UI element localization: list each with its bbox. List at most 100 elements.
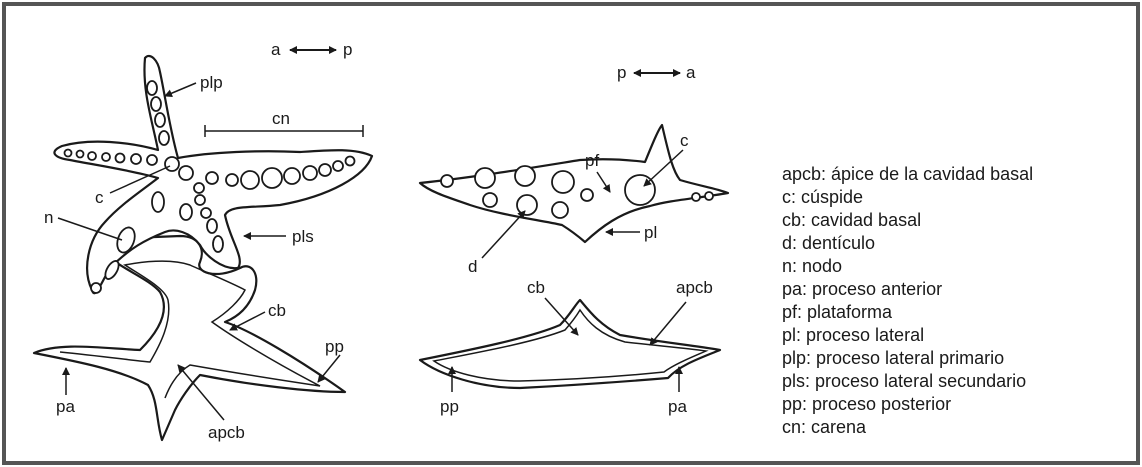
node [283, 167, 301, 185]
node [302, 165, 318, 181]
label-c-right: c [680, 131, 689, 150]
node [90, 282, 102, 294]
orientation-arrow-right: p a [617, 63, 696, 82]
label-pa-right: pa [668, 397, 687, 416]
node [193, 182, 205, 194]
node [551, 170, 575, 194]
orientation-right-start: p [617, 63, 626, 82]
node [261, 167, 283, 189]
leader-apcb [177, 364, 225, 421]
label-d: d [468, 257, 477, 276]
label-pl: pl [644, 223, 657, 242]
legend-item: n: nodo [782, 256, 842, 276]
label-apcb: apcb [208, 423, 245, 442]
node [318, 163, 332, 177]
orientation-right-end: a [686, 63, 696, 82]
node [212, 235, 224, 253]
leader-cb-right [544, 297, 579, 336]
node [332, 160, 344, 172]
legend-item: pa: proceso anterior [782, 279, 942, 299]
node [514, 165, 536, 187]
label-plp: plp [200, 73, 223, 92]
node [206, 218, 218, 234]
denticle-d [516, 194, 538, 216]
node [146, 154, 158, 166]
label-apcb-right: apcb [676, 278, 713, 297]
legend-item: apcb: ápice de la cavidad basal [782, 164, 1033, 184]
basal-cavity-lower-view [418, 298, 722, 390]
node [178, 165, 194, 181]
label-cb-right: cb [527, 278, 545, 297]
node [704, 191, 714, 201]
platform-nodes [63, 80, 356, 294]
node [87, 151, 97, 161]
label-pls: pls [292, 227, 314, 246]
legend-item: cn: carena [782, 417, 867, 437]
leader-apcb-right [649, 301, 687, 346]
label-pf: pf [585, 151, 599, 170]
node [240, 170, 260, 190]
leader-c-right [643, 149, 684, 187]
denticles [440, 165, 714, 219]
orientation-arrow-left: a p [271, 40, 352, 59]
node [225, 173, 239, 187]
legend: apcb: ápice de la cavidad basal c: cúspi… [782, 164, 1033, 437]
node [179, 203, 193, 221]
leader-d [481, 210, 526, 259]
label-n: n [44, 208, 53, 227]
orientation-left-end: p [343, 40, 352, 59]
node [75, 149, 85, 159]
node [440, 174, 454, 188]
label-c: c [95, 188, 104, 207]
node [691, 192, 701, 202]
node [474, 167, 496, 189]
node [130, 153, 142, 165]
legend-item: d: dentículo [782, 233, 875, 253]
node [158, 130, 170, 146]
left-specimen: a p [32, 40, 374, 442]
node [63, 148, 73, 158]
node [580, 188, 594, 202]
label-pp: pp [325, 337, 344, 356]
cusp-node [164, 156, 180, 172]
legend-item: pls: proceso lateral secundario [782, 371, 1026, 391]
legend-item: cb: cavidad basal [782, 210, 921, 230]
legend-item: pp: proceso posterior [782, 394, 951, 414]
legend-item: pf: plataforma [782, 302, 893, 322]
legend-item: pl: proceso lateral [782, 325, 924, 345]
node [194, 194, 206, 206]
label-cb: cb [268, 301, 286, 320]
node [151, 191, 165, 213]
node [344, 155, 356, 167]
node [146, 80, 158, 96]
label-pa: pa [56, 397, 75, 416]
orientation-left-start: a [271, 40, 281, 59]
basal-cavity-inner [59, 260, 321, 399]
node [101, 152, 111, 162]
right-specimen: p a pf c d pl [418, 63, 730, 416]
label-cn: cn [272, 109, 290, 128]
label-pp-right: pp [440, 397, 459, 416]
node-n [116, 226, 136, 254]
node [482, 192, 498, 208]
leader-cb [229, 311, 266, 331]
leader-pf [596, 171, 611, 193]
node [551, 201, 569, 219]
leader-plp [164, 82, 197, 97]
node [205, 171, 219, 185]
legend-item: plp: proceso lateral primario [782, 348, 1004, 368]
node [104, 260, 120, 280]
leader-c [109, 165, 171, 194]
node [114, 152, 126, 164]
leader-n [57, 217, 123, 241]
legend-item: c: cúspide [782, 187, 863, 207]
node [150, 96, 162, 112]
carina-bracket [204, 125, 364, 137]
basal-cavity-inner-lower [432, 308, 709, 382]
node [154, 112, 166, 128]
basal-cavity-body [32, 234, 347, 442]
leader-pp [317, 354, 341, 383]
node [200, 207, 212, 219]
